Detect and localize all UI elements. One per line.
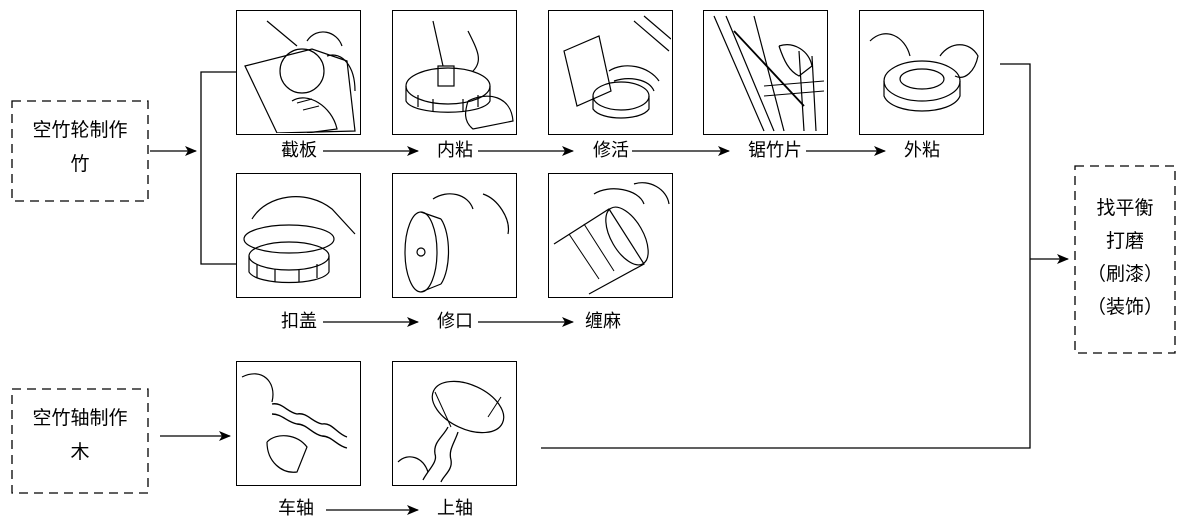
finish-box: 找平衡 打磨 （刷漆） （装饰） — [1075, 192, 1175, 324]
hand-cutting-board-icon — [244, 20, 356, 134]
hands-gluing-inner-icon — [405, 20, 514, 130]
finish-box-border — [1074, 165, 1176, 354]
hands-capping-icon — [243, 196, 356, 284]
axle-box-title: 空竹轴制作 — [32, 407, 128, 429]
step-label-2-3: 缠麻 — [585, 311, 621, 332]
lathe-turning-axle-icon — [241, 373, 348, 473]
hands-wrapping-icon — [553, 182, 670, 295]
illustration-cut-board — [236, 10, 361, 135]
bracket — [200, 71, 236, 265]
wheel-box: 空竹轮制作 竹 — [12, 113, 148, 181]
step-label-2-1: 扣盖 — [281, 311, 317, 332]
wheel-box-border — [11, 100, 149, 202]
finish-line-1: 找平衡 — [1096, 197, 1154, 219]
step-label-1-3: 修活 — [593, 140, 629, 161]
saw-bamboo-strip-icon — [713, 15, 825, 132]
finish-line-3: （刷漆） — [1086, 263, 1163, 285]
hands-trimming-icon — [563, 15, 672, 119]
axle-box: 空竹轴制作 木 — [12, 401, 148, 469]
step-label-1-2: 内粘 — [437, 140, 473, 161]
hands-gluing-outer-icon — [869, 33, 979, 112]
illustration-fit-axle — [392, 361, 517, 486]
step-label-2-2: 修口 — [437, 311, 473, 332]
step-label-1-5: 外粘 — [904, 140, 940, 161]
step-label-3-2: 上轴 — [437, 498, 473, 519]
step-label-1-4: 锯竹片 — [748, 140, 802, 161]
illustration-outer-glue — [859, 10, 984, 135]
finish-line-4: （装饰） — [1086, 296, 1163, 318]
illustration-trim-edge — [392, 173, 517, 298]
merge-line-bottom — [541, 259, 1031, 449]
finish-line-2: 打磨 — [1105, 230, 1144, 252]
illustration-cap — [236, 173, 361, 298]
wheel-box-material: 竹 — [70, 153, 90, 175]
step-label-3-1: 车轴 — [278, 498, 314, 519]
merge-line-top — [1000, 63, 1031, 259]
illustration-inner-glue — [392, 10, 517, 135]
hands-trimming-edge-icon — [404, 193, 510, 293]
wheel-box-title: 空竹轮制作 — [32, 119, 128, 141]
illustration-trim — [548, 10, 673, 135]
axle-box-material: 木 — [70, 441, 90, 463]
hands-fitting-axle-icon — [397, 380, 505, 483]
step-label-1-1: 截板 — [281, 140, 317, 161]
illustration-wrap — [548, 173, 673, 298]
illustration-turn-axle — [236, 361, 361, 486]
illustration-saw-strip — [703, 10, 828, 135]
axle-box-border — [11, 388, 149, 494]
